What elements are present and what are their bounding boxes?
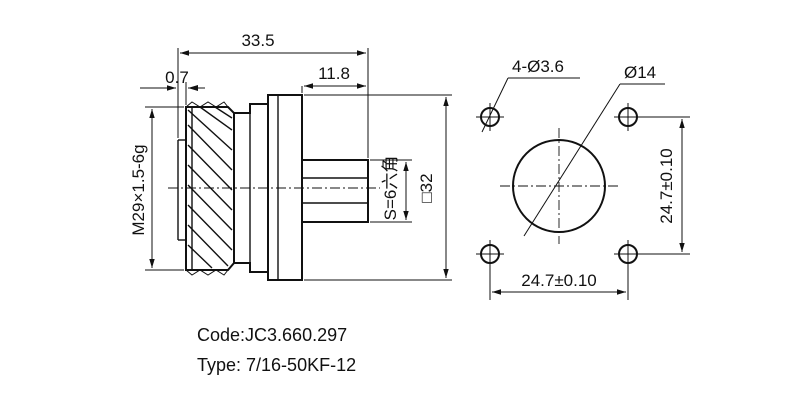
mount-holes-callout: 4-Ø3.6 [481,57,580,133]
side-view: 33.5 11.8 0.7 M29×1.5-6g □32 [129,31,452,281]
threaded-section [177,101,235,276]
center-bore-label: Ø14 [624,63,656,82]
square-label: □32 [417,173,436,202]
dim-hole-spacing-vertical: 24.7±0.10 [640,116,690,255]
dim-flange-offset-label: 11.8 [318,64,350,83]
mount-holes [476,103,642,268]
hole-spacing-horizontal-label: 24.7±0.10 [521,271,597,290]
dim-thread-spec: M29×1.5-6g [129,106,184,271]
code-text: Code:JC3.660.297 [197,325,347,345]
mount-holes-label: 4-Ø3.6 [512,57,564,76]
dim-flange-offset: 11.8 [301,64,366,93]
dim-thread-lip-label: 0.7 [165,68,189,87]
front-view: 4-Ø3.6 Ø14 24.7±0.10 24.7±0.10 [476,57,690,300]
thread-helix [187,106,233,269]
hole-spacing-vertical-label: 24.7±0.10 [657,148,676,224]
dim-overall-length: 33.5 [177,31,369,158]
dim-hole-spacing-horizontal: 24.7±0.10 [489,266,629,300]
hex-label: S=6六角 [381,156,400,221]
center-bore-callout: Ø14 [523,63,665,237]
dim-square: □32 [304,94,452,281]
dim-overall-length-label: 33.5 [241,31,274,50]
type-text: Type: 7/16-50KF-12 [197,355,356,375]
dim-hex: S=6六角 [370,156,412,223]
dim-thread-lip: 0.7 [140,68,205,105]
thread-spec-label: M29×1.5-6g [129,144,148,235]
